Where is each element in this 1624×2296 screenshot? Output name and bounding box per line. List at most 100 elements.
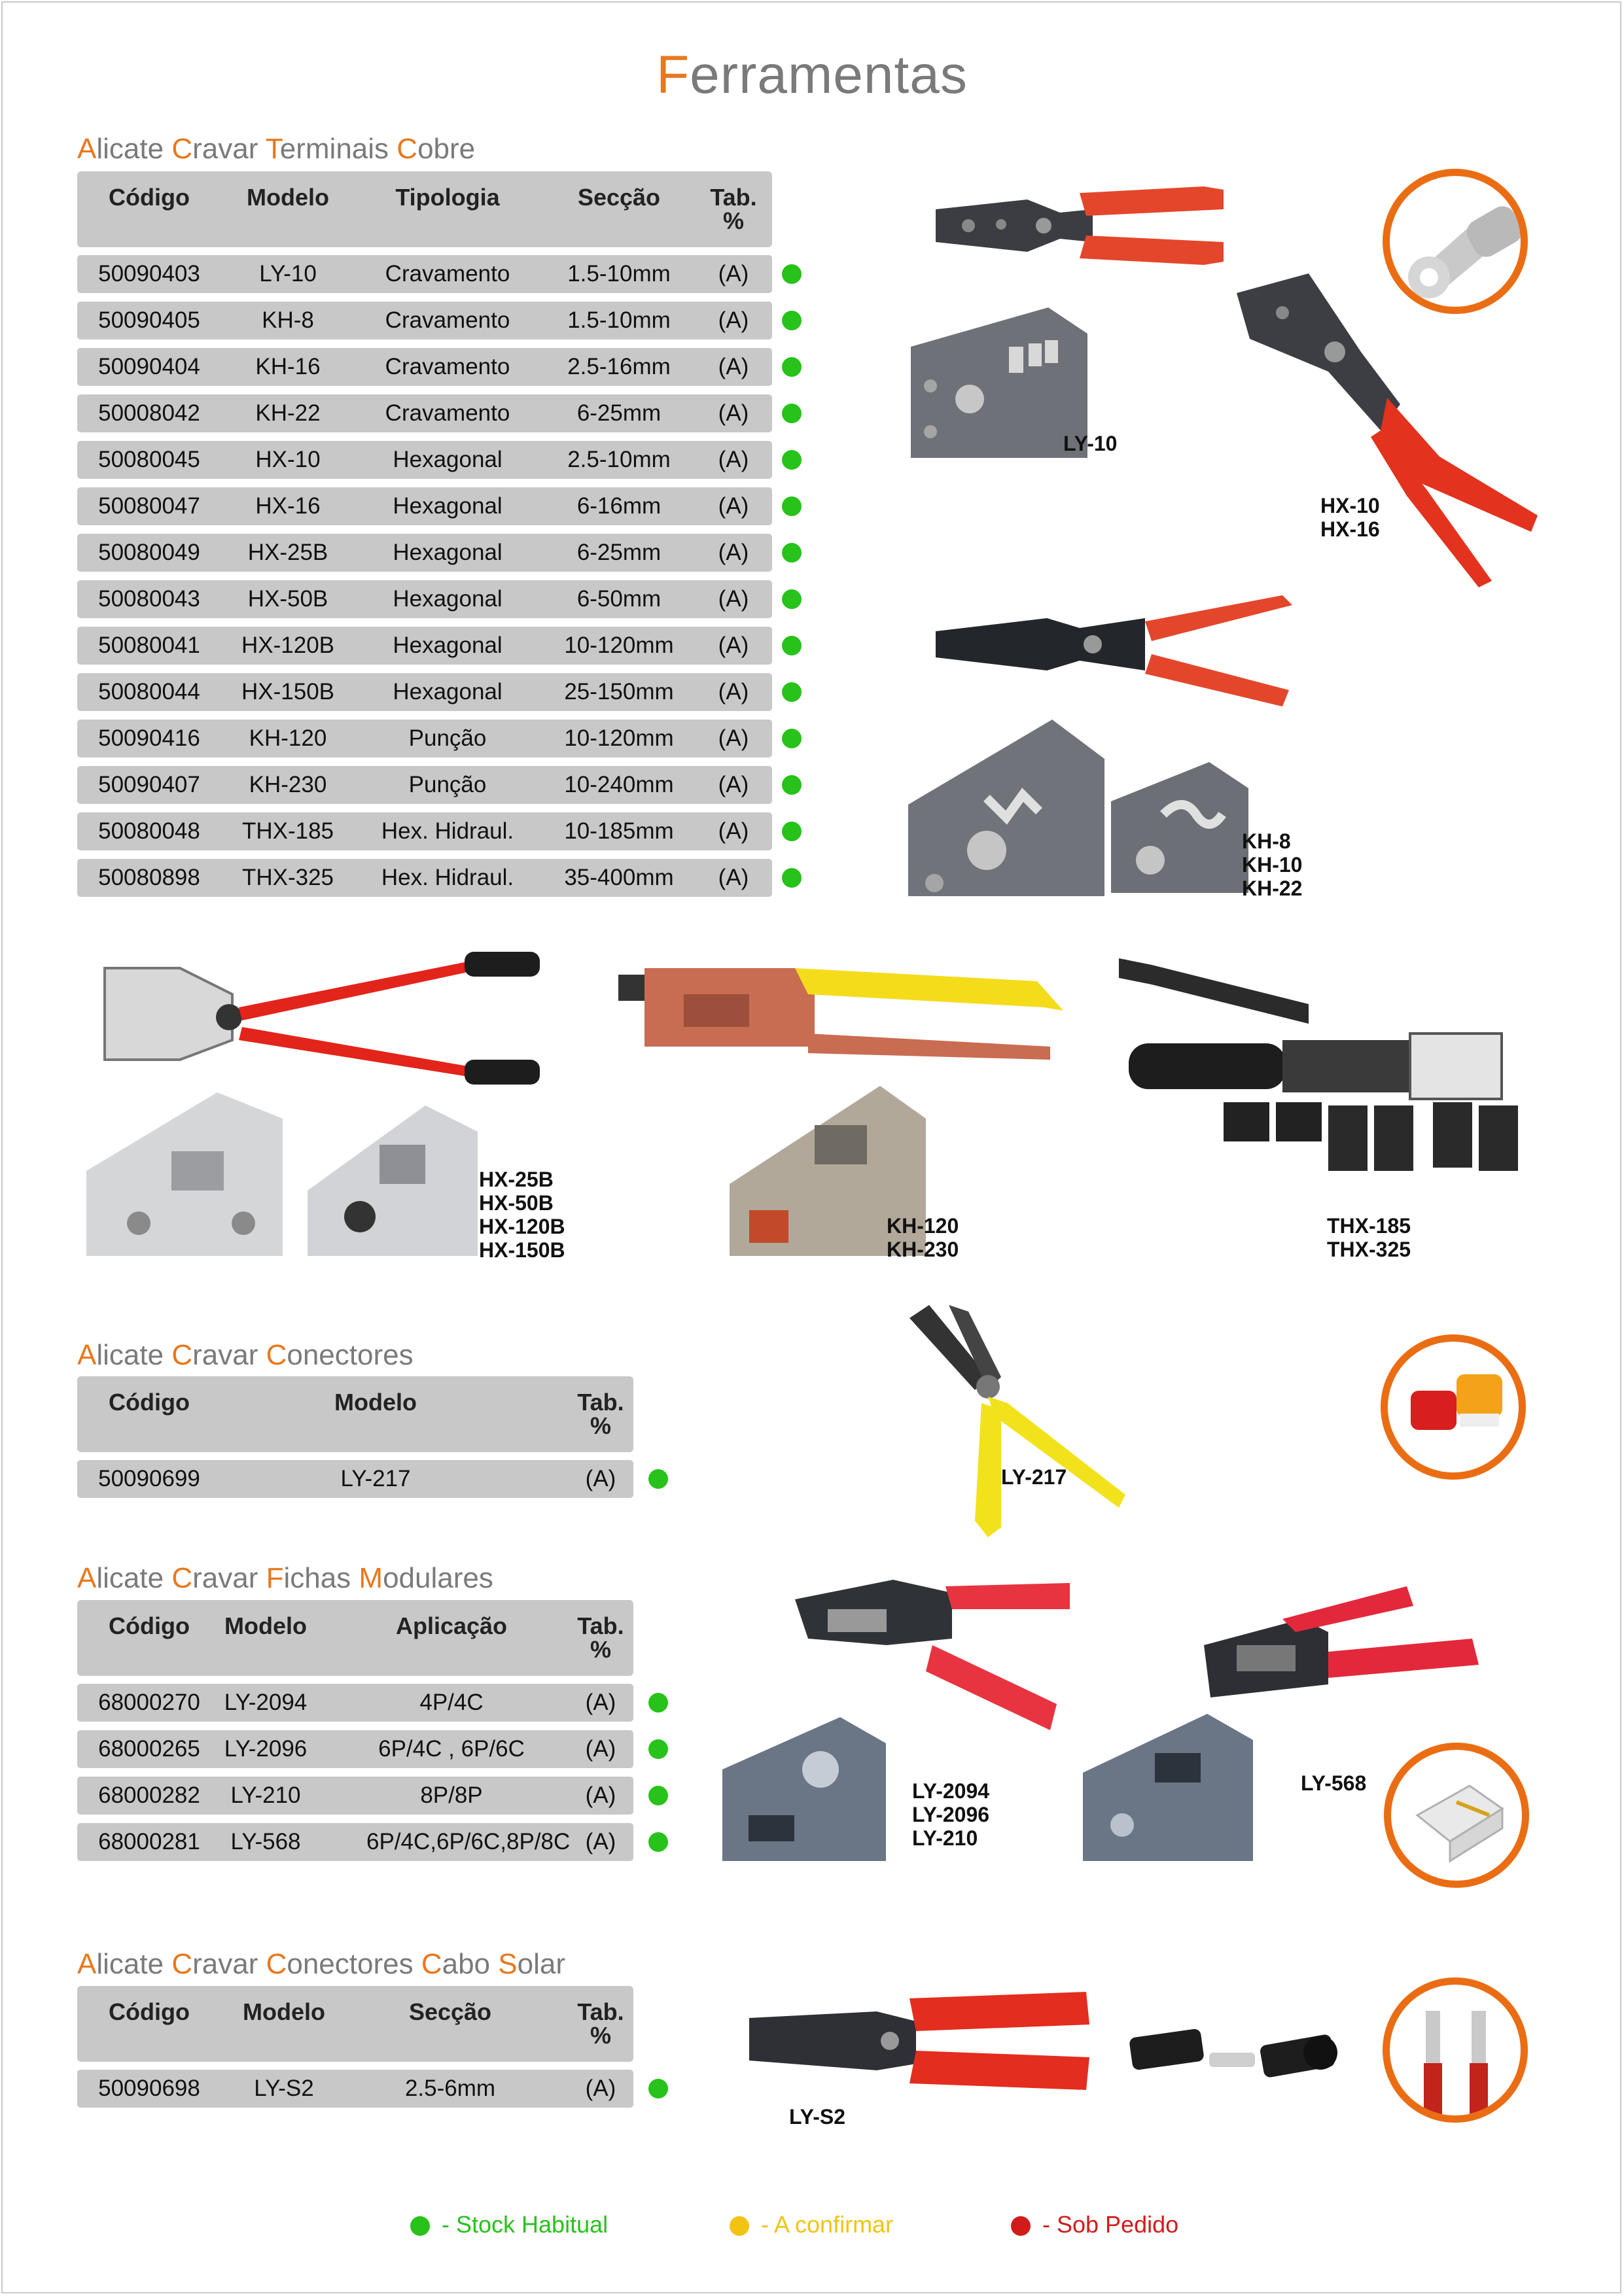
table-cell: THX-185 [241, 818, 334, 844]
stock-status-icon [782, 357, 802, 377]
column-header: Código [109, 1389, 190, 1416]
table-cell: Hex. Hidraul. [381, 865, 514, 890]
legend-stock: - Stock Habitual [410, 2211, 608, 2238]
table-cell: 1.5-10mm [567, 307, 671, 333]
table-cell: 25-150mm [564, 679, 674, 704]
red-dot-icon [1011, 2216, 1031, 2236]
solar-connector-icon [1129, 2028, 1337, 2078]
stock-status-icon [782, 543, 802, 563]
stock-status-icon [782, 450, 802, 470]
table-cell: 6-50mm [576, 586, 662, 612]
table-cell: 10-120mm [564, 725, 674, 751]
crimp-plier-icon [909, 1305, 1125, 1537]
column-header: Código [109, 184, 190, 211]
table-cell: 10-240mm [564, 772, 674, 797]
stock-status-icon [782, 264, 802, 284]
table-cell: (A) [718, 586, 749, 612]
table-cell: 6-16mm [576, 493, 662, 519]
table-cell: 10-185mm [564, 818, 674, 844]
solar-cable-icon [1383, 1977, 1528, 2123]
stock-status-icon [782, 822, 802, 841]
stock-status-icon [648, 2079, 668, 2098]
table-cell: LY-210 [230, 1783, 301, 1808]
table-cell: Punção [408, 725, 487, 751]
table-cell: 2.5-6mm [404, 2076, 496, 2101]
table-cell: 6P/4C , 6P/6C [378, 1736, 525, 1762]
column-header: Modelo [243, 1998, 325, 2025]
legend-confirm: - A confirmar [730, 2211, 893, 2238]
table-cell: (A) [718, 725, 749, 751]
crimp-jaw-closeup-icon [911, 307, 1087, 458]
table-cell: (A) [718, 865, 749, 890]
section-title-solar: Alicate Cravar Conectores Cabo Solar [77, 1948, 565, 1980]
table-cell: HX-50B [247, 586, 328, 612]
table-cell: Hex. Hidraul. [381, 818, 514, 844]
table-cell: (A) [585, 1736, 616, 1762]
stock-status-icon [782, 775, 802, 795]
table-cell: LY-S2 [254, 2076, 314, 2101]
table-cell: (A) [718, 354, 749, 379]
table-cell: 6-25mm [576, 540, 662, 565]
table-cell: HX-120B [241, 633, 335, 658]
table-cell: 50090698 [98, 2076, 200, 2101]
label-ly568: LY-568 [1301, 1771, 1367, 1795]
table-cell: (A) [718, 633, 749, 658]
table-cell: 50090405 [98, 307, 200, 333]
table-cell: 68000281 [98, 1829, 200, 1854]
table-cell: 68000270 [98, 1690, 200, 1715]
label-kh120: KH-120 KH-230 [887, 1214, 959, 1261]
table-cell: Hexagonal [393, 679, 503, 704]
label-ly10: LY-10 [1063, 432, 1118, 455]
table-cell: KH-230 [249, 772, 327, 797]
table-cell: 50080048 [98, 818, 200, 844]
stock-status-icon [782, 589, 802, 609]
stock-status-icon [648, 1469, 668, 1489]
table-cell: (A) [585, 1466, 616, 1491]
column-header: Secção [577, 184, 661, 211]
stock-status-icon [648, 1739, 668, 1759]
crimp-plier-icon [795, 1580, 1070, 1730]
table-cell: 68000282 [98, 1783, 200, 1808]
stock-status-icon [782, 729, 802, 748]
hexagonal-plier-icon [1237, 273, 1538, 587]
table-cell: (A) [718, 772, 749, 797]
column-header: Modelo [224, 1612, 307, 1639]
table-cell: 50080047 [98, 493, 200, 519]
stock-status-icon [782, 496, 802, 516]
table-cell: LY-568 [230, 1829, 301, 1854]
table-cell: (A) [718, 400, 749, 426]
table-cell: 50090416 [98, 725, 200, 751]
table-cell: KH-8 [262, 307, 314, 333]
table-cell: 50090403 [98, 261, 200, 287]
table-cell: HX-10 [255, 447, 321, 472]
table-cell: Hexagonal [393, 586, 503, 612]
label-ly217: LY-217 [1001, 1465, 1067, 1489]
table-cell: 8P/8P [420, 1783, 483, 1808]
crimp-jaw-closeup-icon [730, 1086, 926, 1256]
column-header: Tab.% [577, 1612, 624, 1663]
table-cell: 50090699 [98, 1466, 200, 1491]
stock-status-icon [782, 311, 802, 330]
stock-status-icon [782, 682, 802, 702]
crimp-jaw-closeup-icon [86, 1092, 283, 1256]
table-cell: LY-217 [340, 1466, 411, 1491]
table-cell: HX-150B [241, 679, 335, 704]
table-cell: (A) [718, 493, 749, 519]
table-cell: HX-25B [247, 540, 328, 565]
column-header: Tipologia [395, 184, 500, 211]
